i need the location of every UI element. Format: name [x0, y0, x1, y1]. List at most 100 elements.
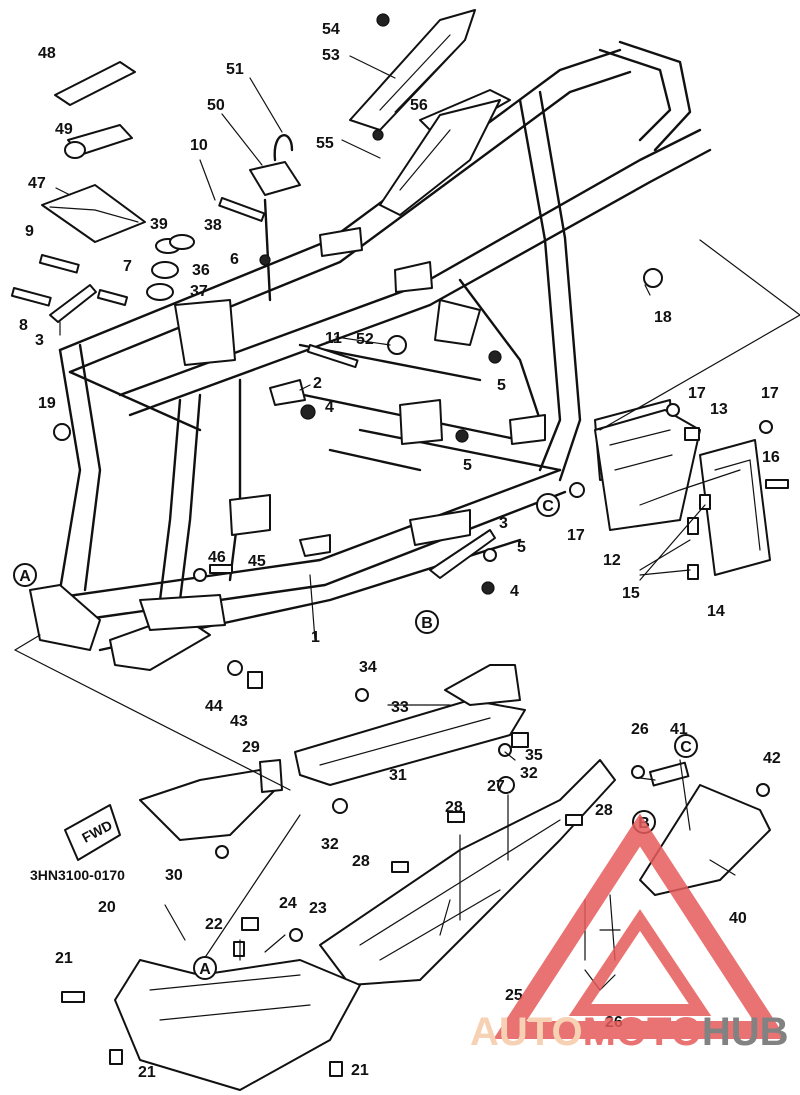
watermark: AUTOMOTOHUB — [470, 813, 789, 1054]
callout-number: 35 — [525, 747, 543, 764]
callout-number: 41 — [670, 721, 688, 738]
part-48-clip — [54, 61, 136, 106]
callout-number: 42 — [763, 750, 781, 767]
part-23-cap — [289, 928, 303, 942]
part-43-bolt — [247, 671, 263, 689]
part-15-pad — [687, 517, 699, 535]
part-7-bolt — [96, 289, 129, 306]
callout-number: 30 — [165, 867, 183, 884]
callout-number: 21 — [351, 1062, 369, 1079]
callout-numbers: 54 53 48 51 49 50 56 55 10 47 39 38 9 6 … — [19, 21, 781, 1081]
callout-number: 49 — [55, 121, 73, 138]
callout-number: 12 — [603, 552, 621, 569]
part-34-nut — [355, 688, 369, 702]
callout-number: 4 — [325, 399, 334, 416]
part-32-bolt — [332, 798, 348, 814]
callout-number: 17 — [761, 385, 779, 402]
callout-number: 5 — [463, 457, 472, 474]
callout-number: 14 — [707, 603, 725, 620]
callout-number: 46 — [208, 549, 226, 566]
svg-text:AUTOMOTOHUB: AUTOMOTOHUB — [470, 1010, 789, 1054]
callout-number: 38 — [204, 217, 222, 234]
part-45-bolt — [209, 564, 233, 574]
part-46-bolt — [193, 568, 207, 582]
part-25-skid-plate — [319, 759, 616, 986]
callout-number: 21 — [138, 1064, 156, 1081]
callout-number: 9 — [25, 223, 34, 240]
callout-number: 40 — [729, 910, 747, 927]
callout-number: 37 — [190, 283, 208, 300]
callout-number: 3 — [499, 515, 508, 532]
watermark-triangle-icon — [493, 813, 787, 1039]
callout-number: 7 — [123, 258, 132, 275]
part-40-guard — [639, 784, 771, 896]
callout-number: 51 — [226, 61, 244, 78]
part-2-bracket — [269, 379, 306, 406]
callout-number: 55 — [316, 135, 334, 152]
callout-number: 56 — [410, 97, 428, 114]
callout-number: 3 — [35, 332, 44, 349]
callout-number: 53 — [322, 47, 340, 64]
callout-number: 4 — [510, 583, 519, 600]
callout-number: 45 — [248, 553, 266, 570]
part-30-bolt — [215, 845, 229, 859]
part-10-bolt — [218, 196, 266, 222]
part-33-bracket — [444, 664, 521, 706]
part-11-bolt — [306, 343, 359, 369]
part-50-damper — [249, 161, 301, 196]
part-24-pad — [241, 917, 259, 931]
part-44-washer — [227, 660, 243, 676]
callout-number: 24 — [279, 895, 297, 912]
part-31-guard — [294, 699, 526, 786]
callout-number: 19 — [38, 395, 56, 412]
callout-number: 34 — [359, 659, 377, 676]
ref-a-2: A — [199, 961, 211, 978]
fwd-arrow — [64, 804, 121, 861]
part-21-bolt — [61, 991, 85, 1003]
callout-number: 26 — [631, 721, 649, 738]
watermark-hub: HUB — [702, 1010, 789, 1054]
mid-hardware — [193, 350, 502, 689]
callout-number: 8 — [19, 317, 28, 334]
part-19-cap — [53, 423, 71, 441]
part-9-bolt — [38, 253, 80, 274]
callout-number: 32 — [520, 765, 538, 782]
callout-number: 18 — [654, 309, 672, 326]
part-14-cover — [699, 439, 771, 576]
callout-number: 22 — [205, 916, 223, 933]
part-16-bolt — [765, 479, 789, 489]
callout-number: 16 — [762, 449, 780, 466]
callout-number: 29 — [242, 739, 260, 756]
part-13-pad — [684, 427, 700, 441]
callout-number: 10 — [190, 137, 208, 154]
part-54-bolt — [376, 13, 390, 27]
part-26-bolt — [631, 765, 645, 779]
callout-number: 5 — [517, 539, 526, 556]
part-42-bolt — [756, 783, 770, 797]
part-29-cover — [139, 769, 276, 841]
part-6-nut — [259, 254, 271, 266]
part-36-damper — [151, 261, 179, 279]
callout-number: 36 — [192, 262, 210, 279]
part-55-guard — [379, 99, 501, 216]
part-47-pouch — [41, 184, 146, 243]
watermark-triangle-inner-icon — [568, 909, 712, 1016]
callout-number: 52 — [356, 331, 374, 348]
part-41-pad — [649, 761, 690, 787]
callout-number: 54 — [322, 21, 340, 38]
callout-number: 27 — [487, 778, 505, 795]
ref-c-2: C — [680, 739, 692, 756]
callout-number: 5 — [497, 377, 506, 394]
callout-number: 44 — [205, 698, 223, 715]
callout-number: 32 — [321, 836, 339, 853]
lower-guards — [61, 664, 771, 1091]
callout-number: 31 — [389, 767, 407, 784]
small-parts-left — [10, 61, 316, 441]
part-52-cap — [387, 335, 407, 355]
callout-number: 17 — [567, 527, 585, 544]
part-12-box — [594, 409, 701, 531]
part-51-pin — [273, 134, 294, 162]
ref-a-1: A — [19, 568, 31, 585]
part-53-guard — [349, 9, 476, 131]
